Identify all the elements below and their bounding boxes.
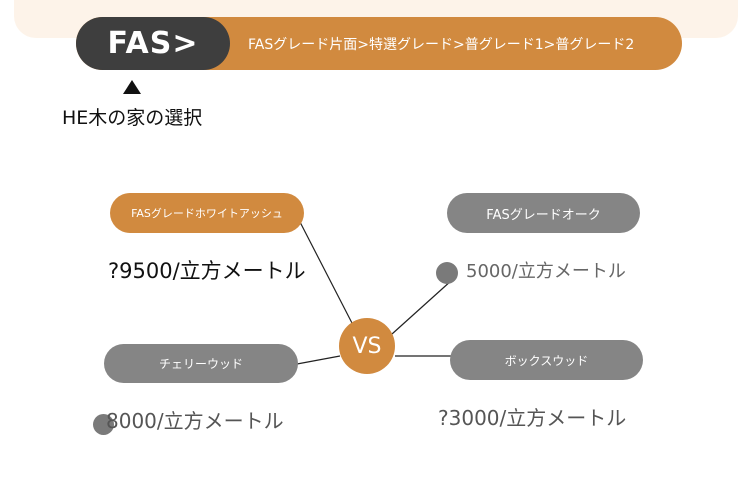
connector-line-3 <box>296 355 341 365</box>
connector-line-2 <box>391 279 453 335</box>
option-price-cherry: 8000/立方メートル <box>106 409 284 433</box>
vs-badge: VS <box>339 318 395 374</box>
circle-dot-icon <box>93 414 114 435</box>
option-price-white-ash: ?9500/立方メートル <box>108 259 306 283</box>
option-pill-cherry: チェリーウッド <box>104 344 298 383</box>
selection-label: HE木の家の選択 <box>62 107 203 129</box>
option-price-boxwood: ?3000/立方メートル <box>438 406 627 430</box>
option-pill-boxwood: ボックスウッド <box>450 340 643 380</box>
option-price-oak: 5000/立方メートル <box>466 261 626 282</box>
connector-line-1 <box>299 221 354 326</box>
grade-path: FASグレード片面>特選グレード>普グレード1>普グレード2 <box>248 36 635 53</box>
circle-dot-icon <box>436 262 458 284</box>
triangle-up-icon <box>123 80 141 94</box>
grade-chip: FAS> <box>76 17 230 70</box>
option-pill-white-ash: FASグレードホワイトアッシュ <box>110 193 304 233</box>
option-pill-oak: FASグレードオーク <box>447 193 640 233</box>
